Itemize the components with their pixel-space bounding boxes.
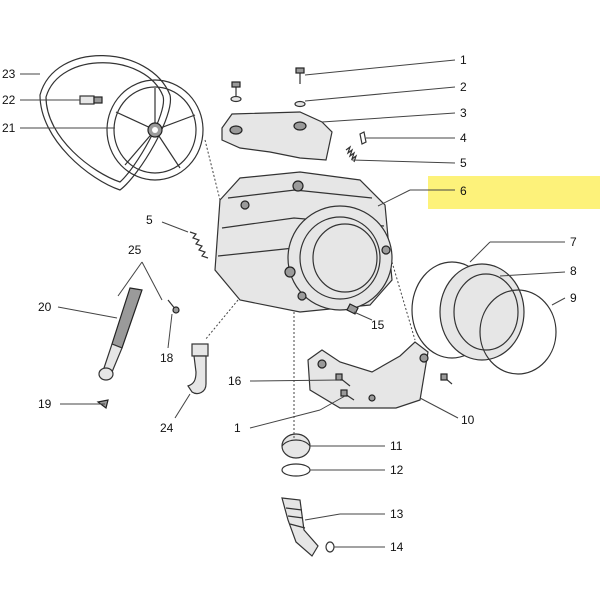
callout-14: 14: [390, 540, 404, 554]
callout-12: 12: [390, 463, 404, 477]
spring-top: [345, 145, 358, 163]
hose-clamp: [281, 463, 311, 477]
lower-screws: [335, 373, 355, 401]
callout-9: 9: [570, 291, 577, 305]
callout-23: 23: [2, 67, 16, 81]
pulley-bolt: [79, 95, 103, 105]
sump-hose: [281, 497, 319, 557]
clip: [359, 131, 367, 145]
callout-5b: 5: [146, 213, 153, 227]
callout-5: 5: [460, 156, 467, 170]
callout-13: 13: [390, 507, 404, 521]
leader-lines: [20, 59, 566, 548]
callout-7: 7: [570, 235, 577, 249]
callout-8: 8: [570, 264, 577, 278]
top-screws: [230, 67, 306, 108]
callout-11: 11: [390, 439, 403, 453]
callout-18: 18: [160, 351, 174, 365]
callout-labels: 1 2 3 4 5 6 7 8 9 10 11 12 13 14 15 16 1…: [2, 53, 577, 554]
callout-16: 16: [228, 374, 242, 388]
washer-tub: [214, 171, 393, 313]
drum-pulley: [106, 79, 204, 181]
drum-screw: [346, 303, 359, 315]
cap: [281, 433, 311, 459]
shock-absorber: [98, 287, 143, 381]
highlight-box: [428, 176, 600, 209]
callout-2: 2: [460, 80, 467, 94]
callout-24: 24: [160, 421, 174, 435]
small-ring: [325, 541, 335, 553]
callout-3: 3: [460, 106, 467, 120]
callout-19: 19: [38, 397, 52, 411]
callout-20: 20: [38, 300, 52, 314]
lower-support-bracket: [307, 341, 429, 409]
callout-4: 4: [460, 131, 467, 145]
callout-15: 15: [371, 318, 385, 332]
callout-21: 21: [2, 121, 16, 135]
callout-22: 22: [2, 93, 16, 107]
drain-hose-section: [187, 343, 209, 395]
spring-left: [189, 231, 209, 259]
callout-1: 1: [460, 53, 467, 67]
absorber-pin: [167, 299, 180, 314]
callout-6: 6: [460, 184, 467, 198]
bracket-bolt: [440, 373, 453, 385]
door-gasket-parts: [411, 261, 557, 375]
callout-1b: 1: [234, 421, 241, 435]
callout-25: 25: [128, 243, 142, 257]
callout-10: 10: [461, 413, 475, 427]
top-bracket: [221, 111, 333, 161]
